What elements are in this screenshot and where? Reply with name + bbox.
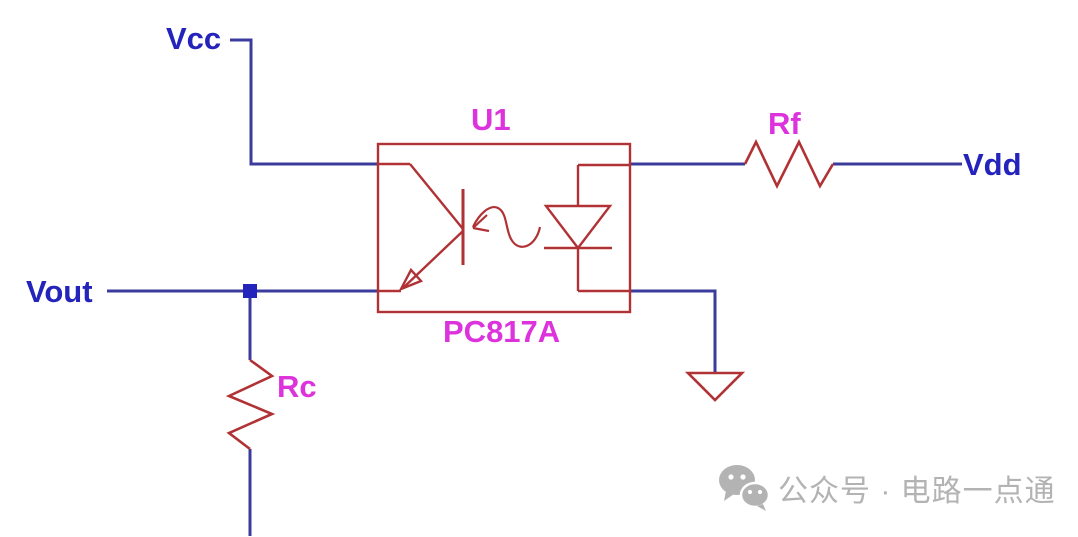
wires xyxy=(107,38,962,536)
optocoupler-symbol xyxy=(376,142,632,314)
optocoupler-part-label: PC817A xyxy=(443,314,561,349)
net-label-vout: Vout xyxy=(26,274,93,309)
resistor-rf-label: Rf xyxy=(768,106,801,141)
led-symbol xyxy=(543,163,630,293)
wire-cathode-to-ground xyxy=(630,289,717,373)
net-label-vdd: Vdd xyxy=(963,147,1022,182)
junction-dot xyxy=(243,284,257,298)
wechat-icon xyxy=(719,465,770,511)
phototransistor-symbol xyxy=(378,162,465,293)
optocoupler-ref-label: U1 xyxy=(471,102,511,137)
wire-vcc-to-collector xyxy=(230,38,378,166)
watermark-text: 公众号 · 电路一点通 xyxy=(778,475,1056,508)
ground-symbol xyxy=(684,371,746,402)
resistor-rc-label: Rc xyxy=(277,369,317,404)
resistor-rc-symbol xyxy=(225,358,276,451)
resistor-rf-symbol xyxy=(743,139,835,189)
light-coupling-arrow xyxy=(472,206,542,248)
net-label-vcc: Vcc xyxy=(166,21,222,56)
optocoupler-body xyxy=(376,142,632,314)
emitter-arrowhead xyxy=(398,267,424,292)
watermark: 公众号 · 电路一点通 xyxy=(718,464,1056,512)
